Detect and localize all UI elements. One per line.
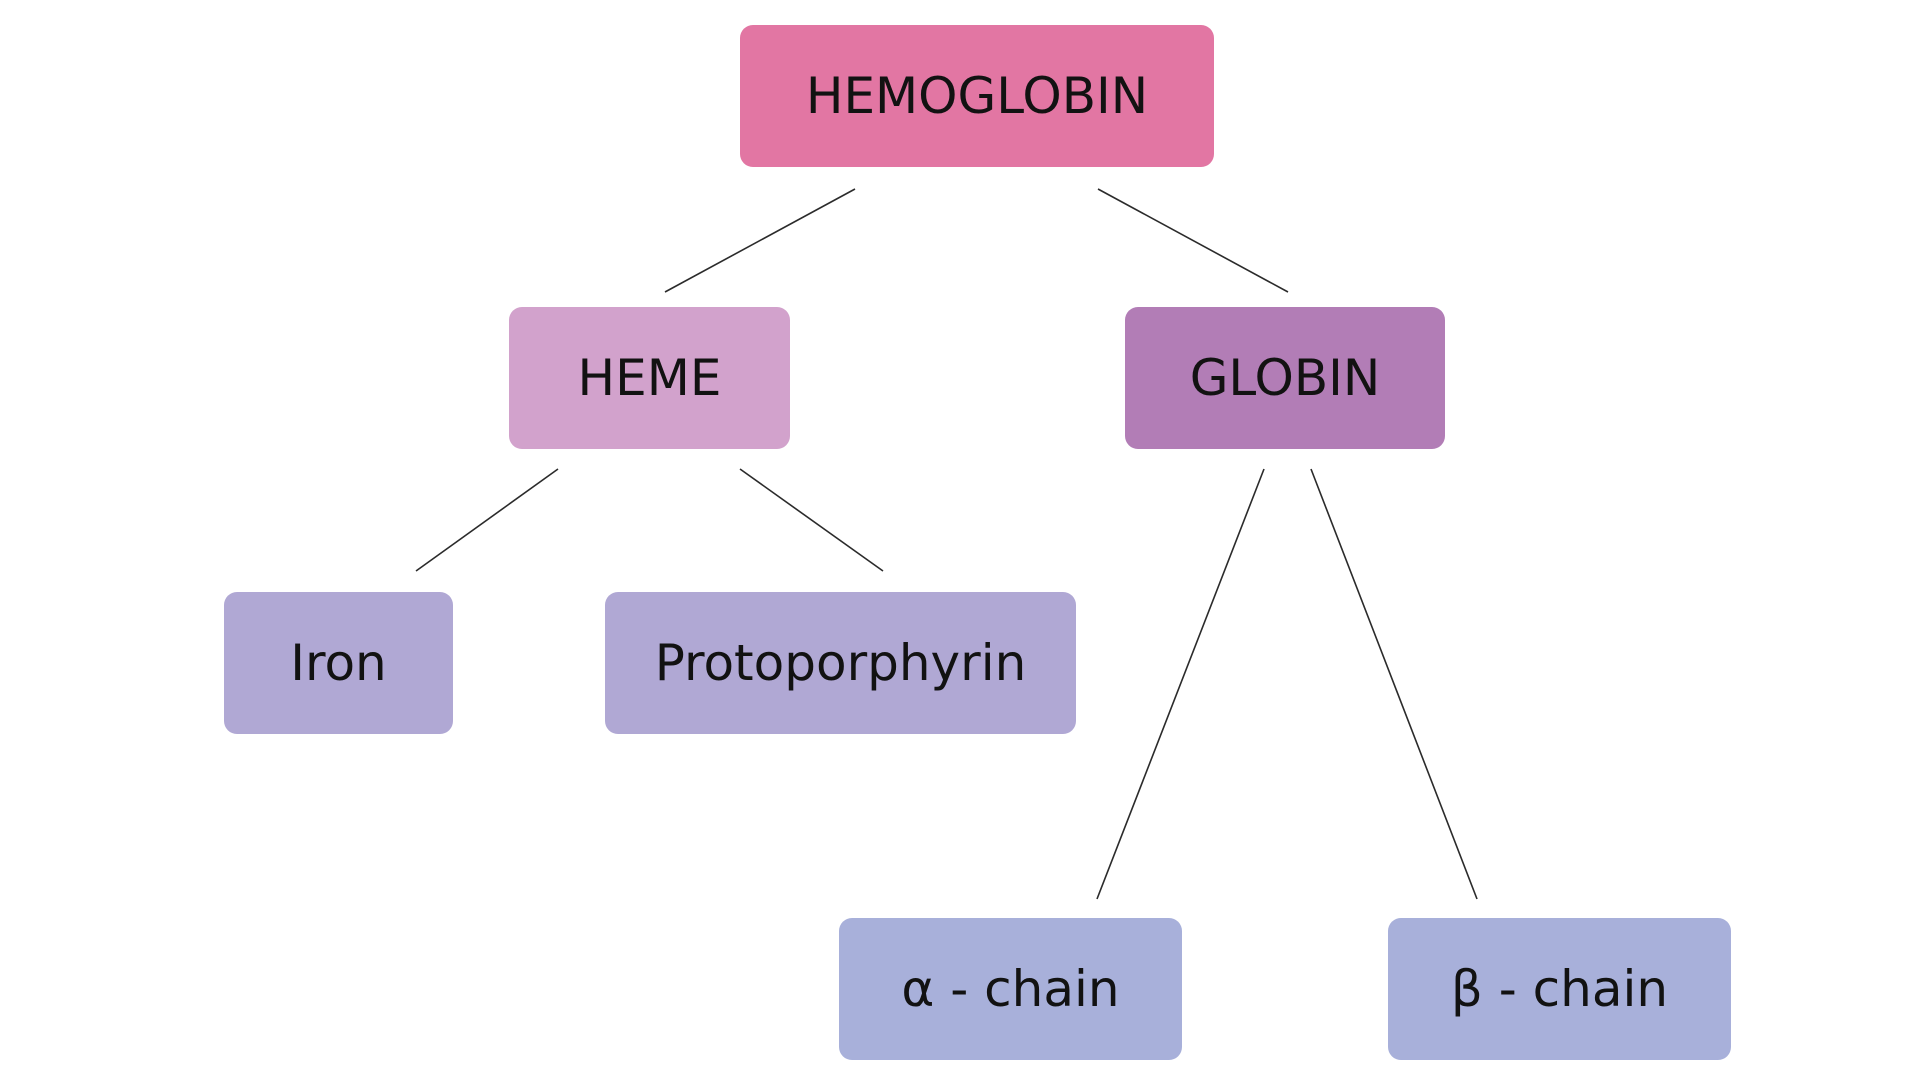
edge-hemoglobin-globin	[1097, 188, 1289, 293]
edge-hemoglobin-heme	[664, 188, 856, 293]
node-heme-label: HEME	[577, 349, 722, 407]
node-alpha-chain-label: α - chain	[901, 960, 1120, 1018]
node-alpha-chain: α - chain	[839, 918, 1182, 1060]
node-beta-chain-label: β - chain	[1450, 960, 1669, 1018]
edge-globin-alpha-chain	[1096, 468, 1265, 900]
edge-globin-beta-chain	[1310, 468, 1478, 900]
node-hemoglobin: HEMOGLOBIN	[740, 25, 1214, 167]
edge-heme-iron	[415, 468, 559, 572]
node-protoporphyrin: Protoporphyrin	[605, 592, 1076, 734]
node-beta-chain: β - chain	[1388, 918, 1731, 1060]
node-hemoglobin-label: HEMOGLOBIN	[805, 67, 1149, 125]
node-globin-label: GLOBIN	[1189, 349, 1381, 407]
node-iron-label: Iron	[290, 634, 387, 692]
node-iron: Iron	[224, 592, 453, 734]
node-heme: HEME	[509, 307, 790, 449]
edge-heme-protoporphyrin	[739, 468, 884, 572]
node-protoporphyrin-label: Protoporphyrin	[654, 634, 1027, 692]
node-globin: GLOBIN	[1125, 307, 1445, 449]
